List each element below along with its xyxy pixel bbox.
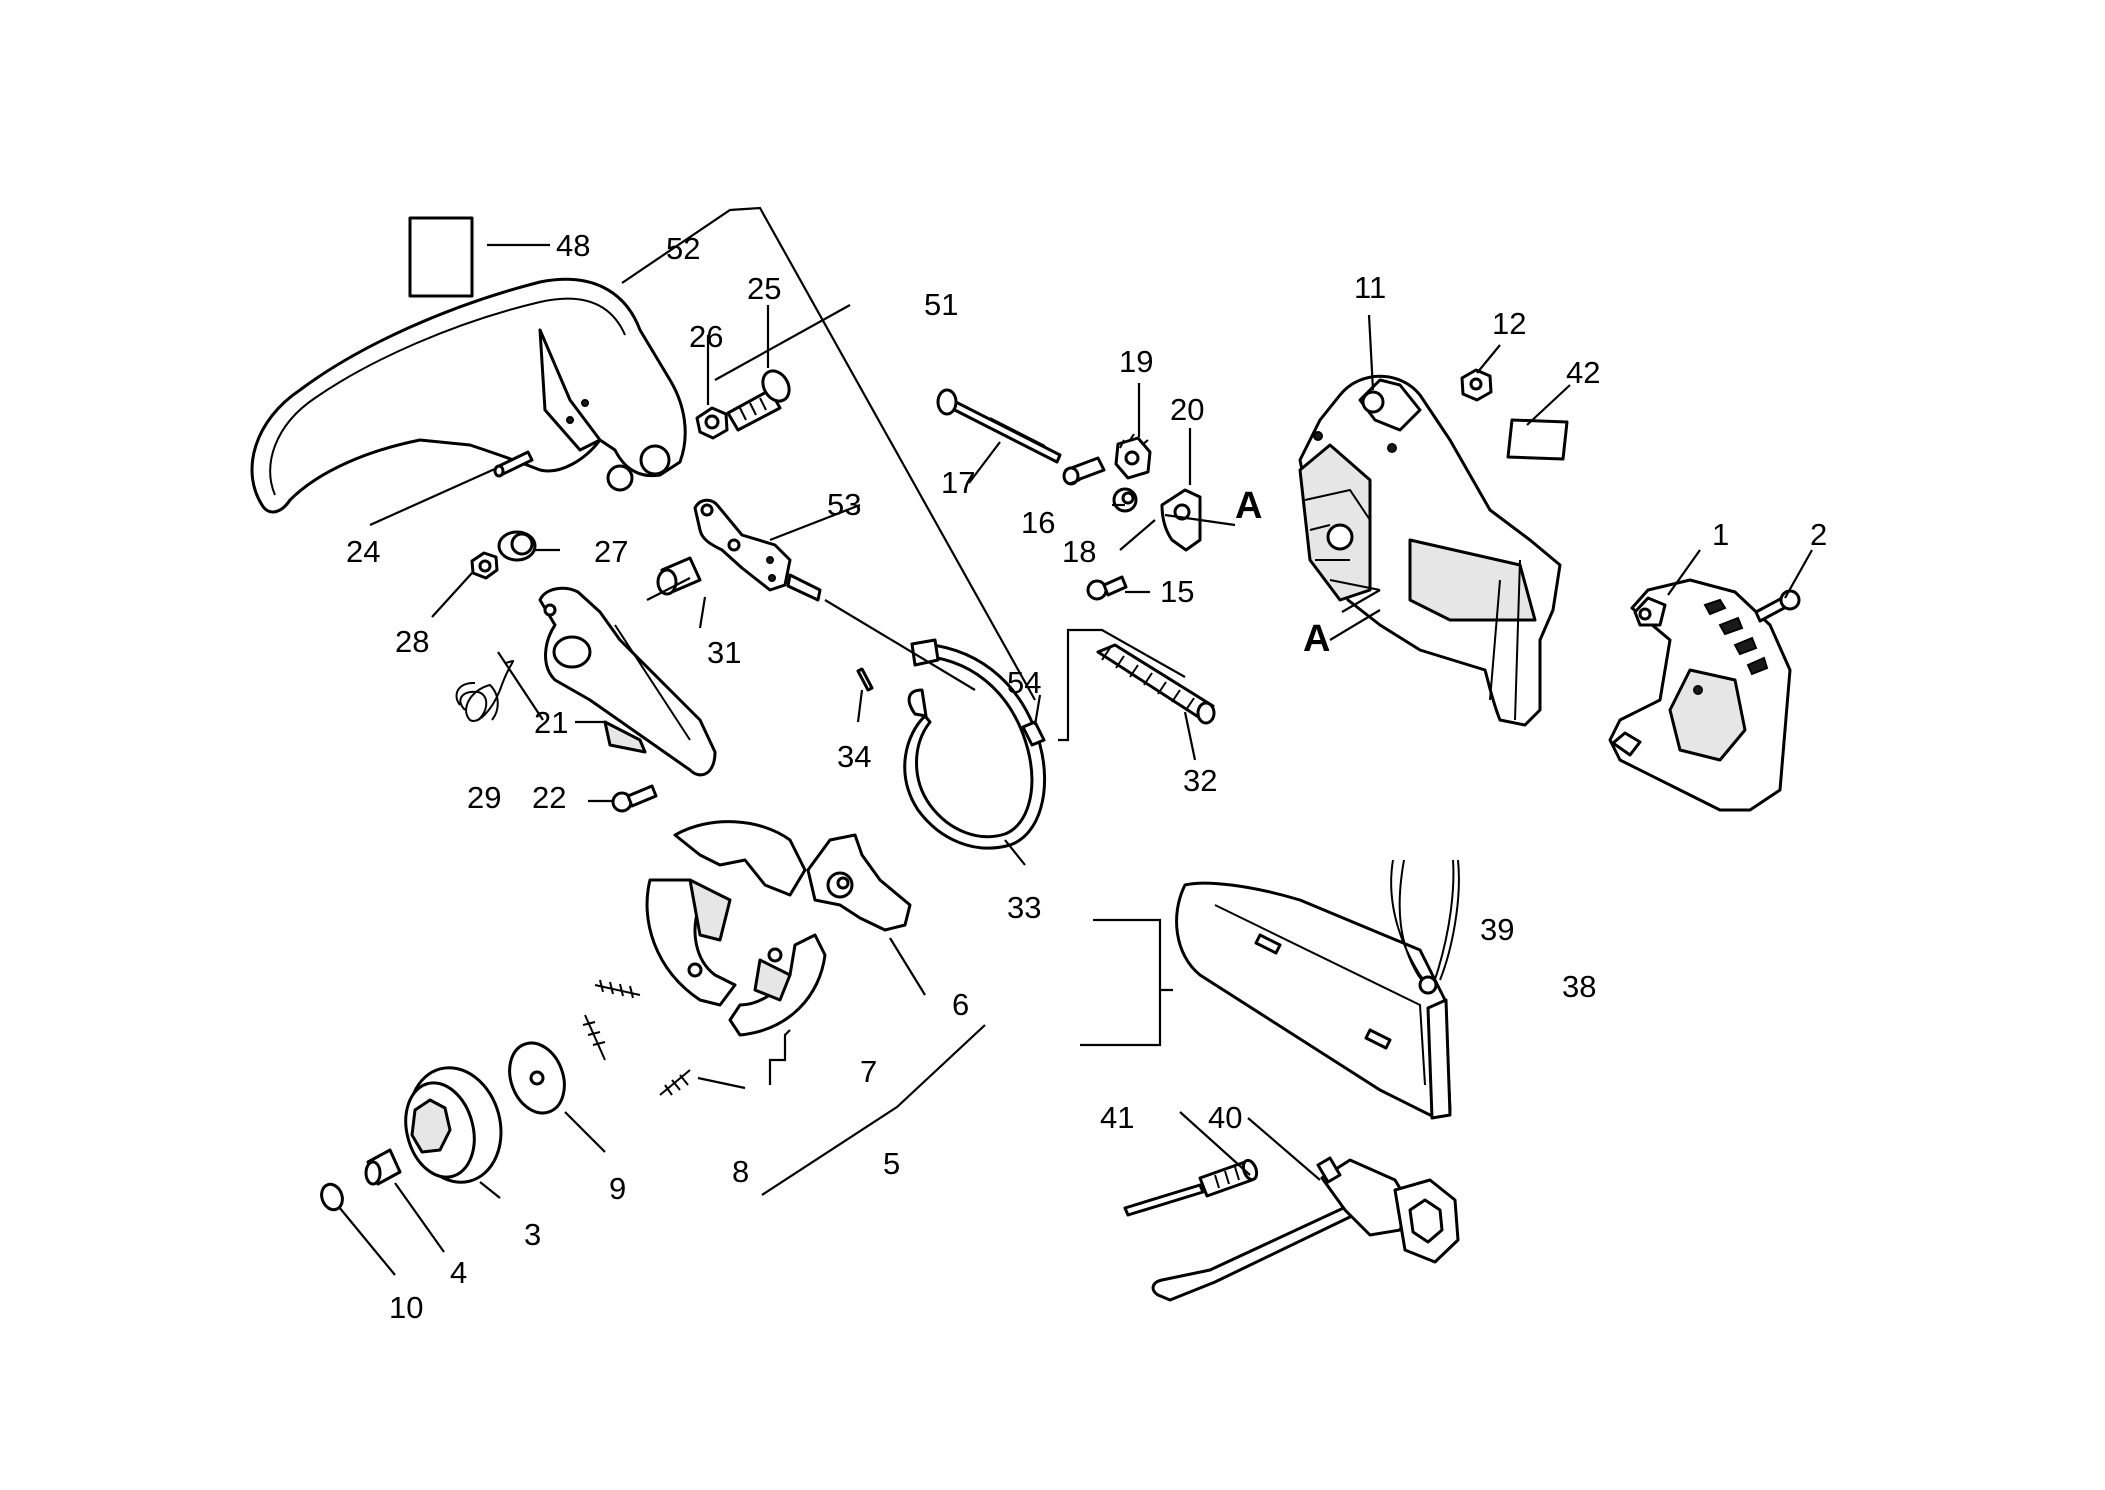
part-3-sprocket-drum (404, 1066, 503, 1184)
part-48-label (408, 216, 474, 298)
label-28: 28 (395, 624, 429, 659)
label-48: 48 (556, 228, 590, 263)
callout-a-top: A (1235, 485, 1262, 527)
label-52: 52 (666, 231, 700, 266)
label-16: 16 (1021, 505, 1055, 540)
label-4: 4 (450, 1255, 467, 1290)
label-41: 41 (1100, 1100, 1134, 1135)
part-33-brake-band (903, 638, 1047, 850)
label-26: 26 (689, 319, 723, 354)
part-17-adjusting-screw (936, 388, 1062, 464)
label-10: 10 (389, 1290, 423, 1325)
part-number-labels: 48 52 51 25 26 24 27 28 29 21 22 31 53 3… (346, 228, 1827, 1325)
part-10-washer (320, 1182, 344, 1212)
label-7: 7 (860, 1054, 877, 1089)
label-8: 8 (732, 1154, 749, 1189)
part-53-link-plate (693, 498, 822, 602)
part-41-screwdriver (1123, 1158, 1259, 1217)
part-42-label (1506, 418, 1569, 461)
part-19-gear (1114, 433, 1152, 480)
part-34-pin (856, 667, 874, 692)
label-53: 53 (827, 487, 861, 522)
part-1-side-cover (1608, 578, 1792, 812)
part-6-clutch-hub (806, 833, 912, 932)
label-40: 40 (1208, 1100, 1242, 1135)
label-15: 15 (1160, 574, 1194, 609)
part-21-brake-lever (538, 586, 717, 777)
label-32: 32 (1183, 763, 1217, 798)
label-17: 17 (941, 465, 975, 500)
part-26-nut (695, 406, 729, 440)
label-24: 24 (346, 534, 380, 569)
label-42: 42 (1566, 355, 1600, 390)
label-51: 51 (924, 287, 958, 322)
part-25-bolt (726, 369, 791, 432)
part-12-nut (1460, 368, 1493, 402)
label-20: 20 (1170, 392, 1204, 427)
part-15-screw (1086, 575, 1128, 601)
label-19: 19 (1119, 344, 1153, 379)
label-18: 18 (1062, 534, 1096, 569)
part-16-pin (1062, 456, 1106, 486)
part-20-bracket (1160, 488, 1202, 552)
label-9: 9 (609, 1171, 626, 1206)
part-29-spring (455, 659, 515, 722)
part-27-flange-nut (497, 530, 537, 562)
label-21: 21 (534, 705, 568, 740)
label-29: 29 (467, 780, 501, 815)
label-22: 22 (532, 780, 566, 815)
part-39-chain (1390, 859, 1460, 995)
part-40-combination-wrench (1151, 1156, 1460, 1302)
part-18-gear (1112, 487, 1138, 513)
part-8-clutch-springs (582, 979, 691, 1096)
part-22-screw (611, 784, 658, 813)
label-1: 1 (1712, 517, 1729, 552)
part-9-washer (508, 1041, 566, 1115)
part-28-nut (470, 551, 499, 580)
part-31-collar (656, 556, 702, 596)
leader-lines (338, 206, 1813, 1276)
label-5: 5 (883, 1146, 900, 1181)
label-34: 34 (837, 739, 871, 774)
part-24-pin (493, 450, 534, 478)
label-6: 6 (952, 987, 969, 1022)
label-33: 33 (1007, 890, 1041, 925)
label-39: 39 (1480, 912, 1514, 947)
part-54-clip (1021, 720, 1046, 747)
label-3: 3 (524, 1217, 541, 1252)
label-12: 12 (1492, 306, 1526, 341)
part-52-hand-guard (250, 277, 687, 514)
label-2: 2 (1810, 517, 1827, 552)
label-38: 38 (1562, 969, 1596, 1004)
part-38-guide-bar (1175, 881, 1452, 1120)
part-32-spring (1096, 643, 1216, 725)
part-11-sprocket-cover (1298, 374, 1562, 727)
label-31: 31 (707, 635, 741, 670)
callout-a-bottom: A (1303, 618, 1330, 660)
label-54: 54 (1007, 665, 1041, 700)
label-27: 27 (594, 534, 628, 569)
part-2-screw (1754, 589, 1801, 623)
label-25: 25 (747, 271, 781, 306)
part-7-clutch-shoes (645, 820, 827, 1037)
part-4-needle-bearing (364, 1148, 402, 1186)
label-11: 11 (1354, 270, 1386, 305)
